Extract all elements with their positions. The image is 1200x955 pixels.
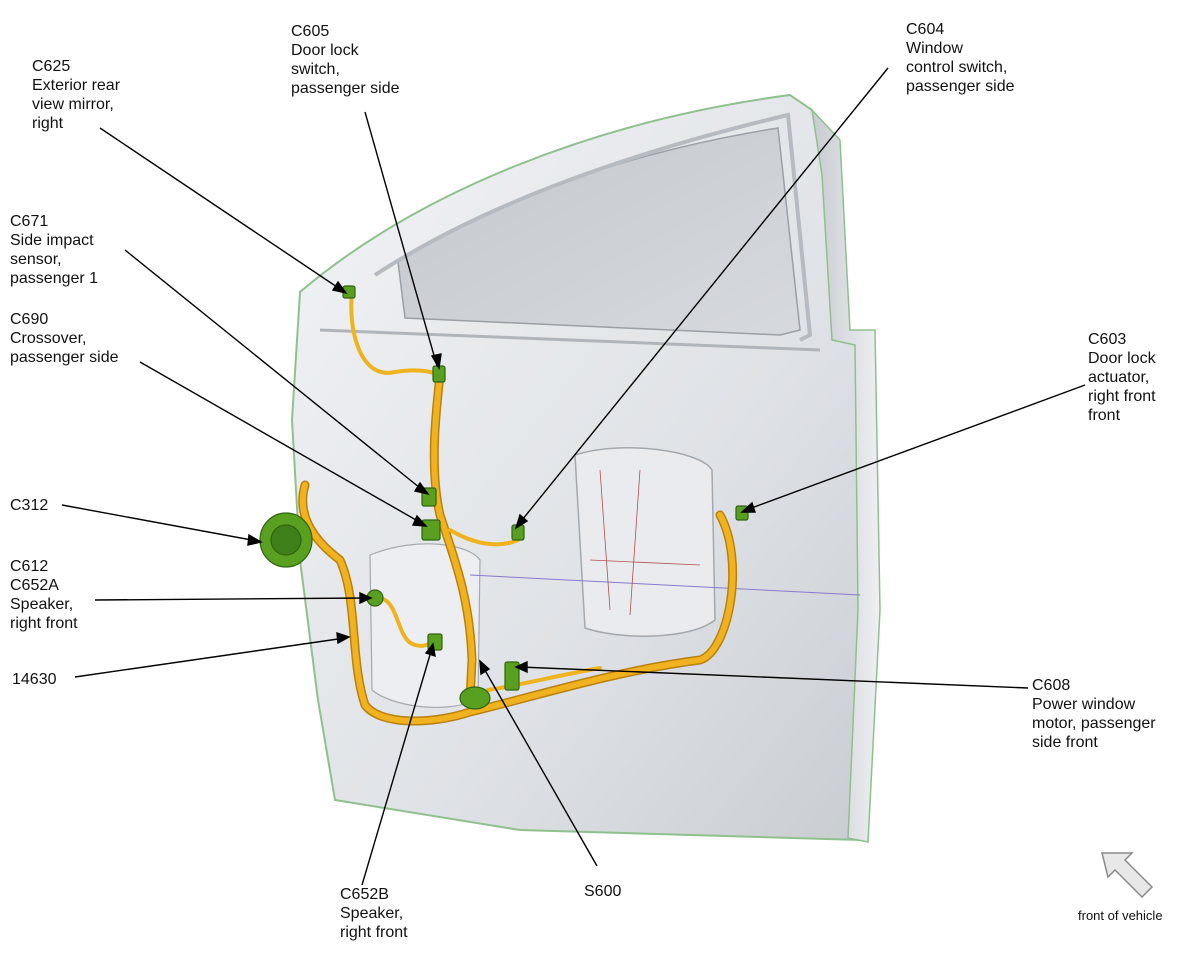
leader-c652b-arrowhead [424,642,436,658]
leader-c690-arrowhead [411,514,428,527]
leader-c671 [124,249,426,493]
leader-14630-arrowhead [336,631,351,645]
internal-trace [589,469,701,616]
leader-c604-arrowhead [514,513,529,530]
callout-s600: S600 [584,883,622,900]
callout-c603: C603 Door lock actuator, right front fro… [1088,331,1156,424]
leader-c605-arrowhead [430,353,442,371]
window-frame [373,112,813,342]
leader-c312 [61,504,258,542]
leader-c312-arrowhead [247,533,263,546]
internal-trace [469,574,861,596]
callout-c625: C625 Exterior rear view mirror, right [32,58,121,132]
callout-c671: C671 Side impact sensor, passenger 1 [10,213,99,287]
harness-lower-loop [299,482,736,725]
leader-c625-arrowhead [331,280,348,295]
harness-switch-branch [448,528,520,547]
leader-c612 [94,597,368,601]
callout-c605: C605 Door lock switch, passenger side [291,23,400,97]
leader-c603 [745,384,1086,511]
leader-c603-arrowhead [740,501,756,513]
leader-c690 [139,361,424,525]
splice-s600 [459,686,491,710]
leader-c608-arrowhead [514,660,528,674]
front-of-vehicle-label: front of vehicle [1078,908,1163,923]
leader-c605 [364,111,438,367]
leader-c671-arrowhead [413,481,430,496]
callout-c608: C608 Power window motor, passenger side … [1032,677,1156,751]
leader-lines [61,67,1086,886]
connectors [259,285,749,710]
connector-c312-face [270,524,302,556]
callout-c612: C612 C652A Speaker, right front [10,558,78,632]
belt-line [319,328,821,352]
leader-s600-arrowhead [479,659,491,676]
callout-c690: C690 Crossover, passenger side [10,311,119,366]
connector-c608 [504,661,520,691]
leader-c612-arrowhead [359,591,373,605]
wiring-harness [298,290,738,726]
leader-c604 [517,67,889,526]
leader-c625 [99,127,344,292]
leader-c608 [519,666,1029,689]
harness-mirror-branch [349,290,442,380]
leader-14630 [74,637,346,678]
callout-c604: C604 Window control switch, passenger si… [906,21,1015,95]
callout-c312: C312 [10,497,49,514]
arrow-up-left-icon [1101,852,1154,899]
leader-c652b [361,647,433,886]
callout-14630: 14630 [12,671,57,688]
leader-s600 [481,664,598,867]
door-front-edge [810,107,881,843]
connector-c690 [421,519,441,541]
lower-panel-recess [369,543,481,709]
inner-panel-recess [574,447,716,637]
callout-c652b: C652B Speaker, right front [340,886,408,941]
harness-main-trunk [431,372,475,703]
